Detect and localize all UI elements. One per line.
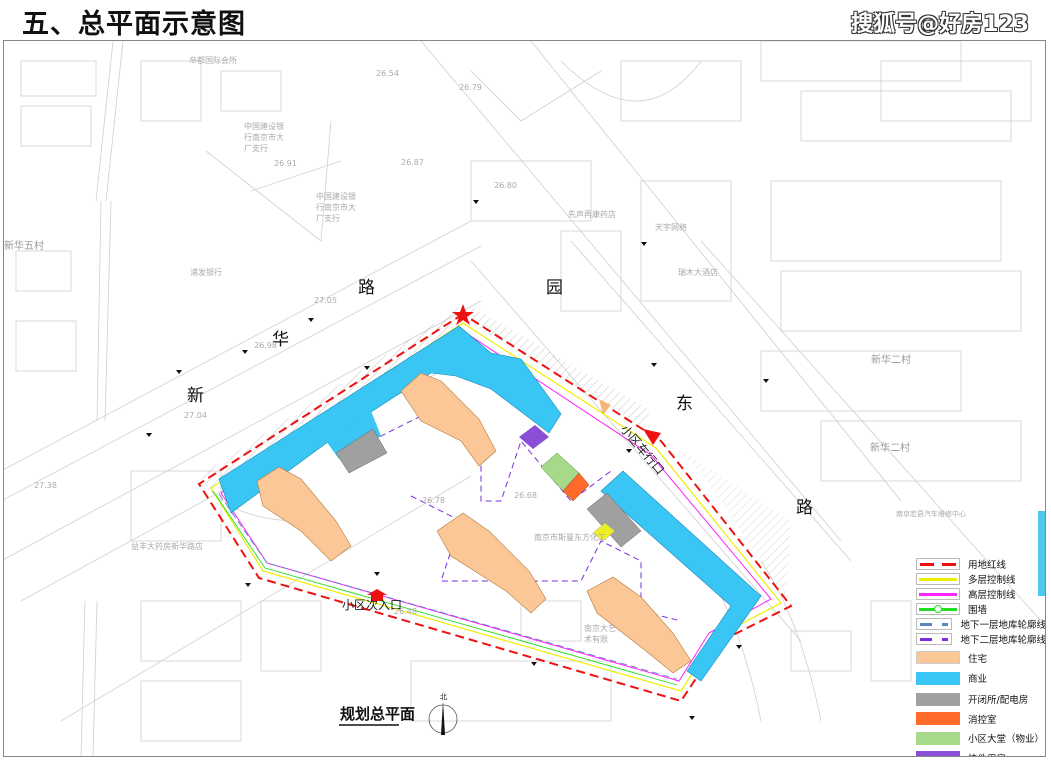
place-name: 天宇网络	[655, 223, 687, 232]
place-name: 南京宏县汽车维修中心	[896, 510, 966, 518]
fire-control-room	[562, 472, 590, 502]
spot-elevation: 26.87	[401, 158, 424, 167]
commercial-building-north-b	[326, 411, 381, 459]
residential-tower-3	[436, 512, 547, 614]
place-name: 南京市斯曼东方化工	[534, 533, 606, 542]
road-char-lu: 路	[358, 278, 375, 298]
legend-item-high-control: 高层控制线	[916, 587, 1045, 602]
secondary-entrance-arrow	[367, 589, 387, 601]
substation	[335, 428, 388, 474]
notice-star	[452, 304, 474, 325]
road-char-hua: 华	[272, 330, 289, 350]
place-name: 浦发银行	[190, 268, 222, 277]
legend-item-residential: 住宅	[916, 651, 1045, 666]
residential-tower-2	[400, 372, 497, 467]
edge-bar	[1038, 511, 1045, 596]
legend: 用地红线 多层控制线 高层控制线 围墙 地下一层地库轮廓线 地下二层地库轮廓线 …	[916, 557, 1045, 756]
place-name: 新华二村	[871, 355, 911, 366]
spot-elevation: 27.04	[184, 411, 207, 420]
place-name: 益丰大药房新华路店	[131, 542, 203, 551]
legend-item-fire-control: 消控室	[916, 711, 1045, 726]
spot-elevation: 26.54	[376, 69, 399, 78]
background-cad-lines	[4, 41, 1042, 756]
courier-room	[519, 425, 549, 449]
place-name: 新华二村	[870, 443, 910, 454]
commercial-building-east	[600, 470, 762, 682]
site-plan-drawing	[4, 41, 1042, 756]
spot-elevation: 26.91	[274, 159, 297, 168]
watermark: 搜狐号@好房123	[851, 12, 1029, 37]
place-name: 先声再康药店	[568, 210, 616, 219]
spot-elevation: 26.78	[422, 496, 445, 505]
site-plan-map: 新 华 路 园 东 路 小区车行口 小区次入口 规划总平面 北 新华五村 新华二…	[3, 40, 1046, 757]
residential-tower-1	[256, 466, 352, 562]
spot-elevation: 26.68	[514, 491, 537, 500]
legend-item-multi-control: 多层控制线	[916, 572, 1045, 587]
place-name: 中国建设银行南京市大厂支行	[244, 122, 284, 153]
road-char-lu-2: 路	[796, 498, 813, 518]
secondary-entrance-label: 小区次入口	[342, 598, 403, 612]
legend-item-b2-outline: 地下二层地库轮廓线	[916, 632, 1045, 647]
road-char-dong: 东	[676, 394, 693, 414]
plan-label: 规划总平面	[340, 705, 416, 723]
place-name: 新华五村	[4, 241, 44, 252]
residential-tower-4	[586, 576, 692, 674]
legend-item-commercial: 商业	[916, 671, 1045, 686]
spot-elevation: 27.05	[314, 296, 337, 305]
spot-elevation: 26.79	[459, 83, 482, 92]
legend-item-lobby: 小区大堂（物业）	[916, 731, 1045, 746]
legend-item-red-line: 用地红线	[916, 557, 1045, 572]
road-char-xin: 新	[187, 386, 204, 406]
north-label: 北	[440, 693, 447, 701]
legend-item-b1-outline: 地下一层地库轮廓线	[916, 617, 1045, 632]
spot-elevation: 26.80	[494, 181, 517, 190]
legend-item-courier: 快件用房	[916, 750, 1045, 756]
garbage-point	[592, 522, 616, 542]
place-name: 帝都国际会所	[189, 56, 237, 65]
spot-elevation: 27.38	[34, 481, 57, 490]
legend-item-substation: 开闭所/配电房	[916, 692, 1045, 707]
spot-elevation: 26.98	[254, 341, 277, 350]
page-title: 五、总平面示意图	[22, 9, 246, 40]
legend-item-wall: 围墙	[916, 602, 1045, 617]
place-name: 中国建设银行南京市大厂支行	[316, 192, 356, 223]
spot-elevation: 26.48	[394, 607, 417, 616]
road-char-yuan: 园	[546, 278, 563, 298]
place-name: 瑞木大酒店	[678, 268, 718, 277]
main-entrance-arrow	[643, 429, 661, 445]
place-name: 南京大艺术有限	[584, 624, 616, 644]
